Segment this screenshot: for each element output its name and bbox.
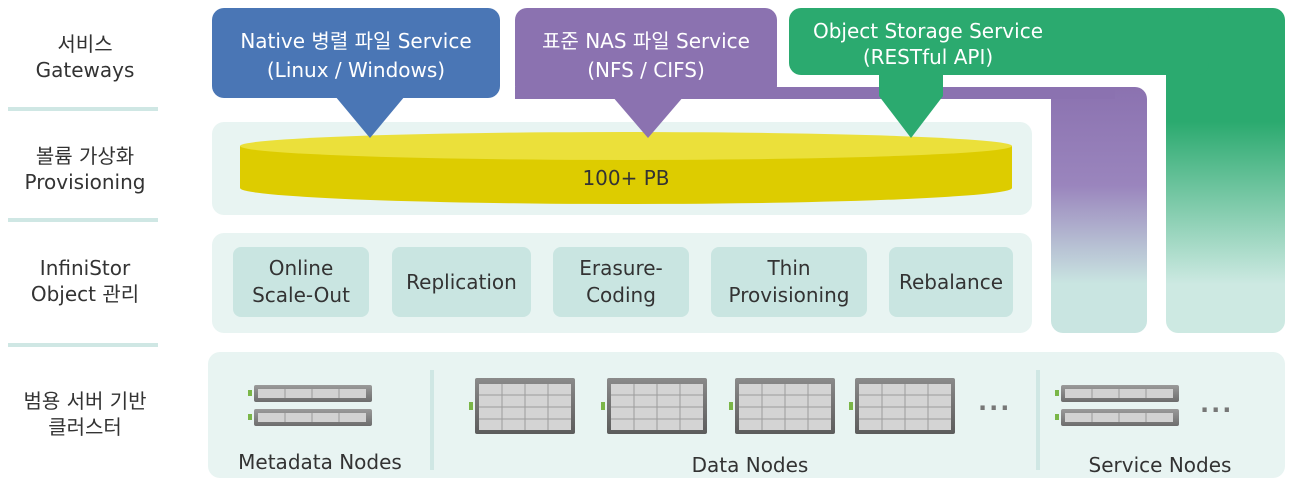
feature-rebalance: Rebalance (889, 247, 1013, 317)
nas-service-title: 표준 NAS 파일 Service (542, 29, 750, 53)
data-server-icon (729, 378, 835, 434)
service-server-icon (1055, 385, 1179, 426)
layer-label-cluster: 범용 서버 기반 클러스터 (23, 389, 147, 439)
node-group-divider (430, 370, 434, 470)
feature-erasure-coding: Erasure- Coding (553, 247, 689, 317)
layer-divider (8, 343, 158, 347)
nas-file-service-box: 표준 NAS 파일 Service (NFS / CIFS) (515, 8, 777, 98)
metadata-nodes-caption: Metadata Nodes (238, 450, 402, 474)
native-service-arrow (335, 96, 405, 138)
layer-label-object-management: InfiniStor Object 관리 (30, 256, 140, 306)
data-server-icon (469, 378, 575, 434)
object-service-text: Object Storage Service (RESTful API) (789, 18, 1067, 70)
volume-cylinder (240, 132, 1012, 204)
layer-divider (8, 107, 158, 111)
object-service-arrow (879, 74, 943, 138)
data-server-icon (601, 378, 707, 434)
nas-service-subtitle: (NFS / CIFS) (587, 58, 705, 82)
more-service-nodes-ellipsis: ... (1200, 390, 1234, 418)
native-service-title: Native 병렬 파일 Service (240, 29, 472, 53)
object-service-subtitle: (RESTful API) (862, 45, 994, 69)
nas-connector-bar (1051, 87, 1147, 333)
layer-divider (8, 218, 158, 222)
layer-label-provisioning: 볼륨 가상화 Provisioning (24, 144, 146, 194)
object-storage-service-box (789, 8, 1209, 75)
feature-online-scale-out: Online Scale-Out (233, 247, 369, 317)
native-file-service-box: Native 병렬 파일 Service (Linux / Windows) (212, 8, 500, 98)
nas-service-arrow (612, 96, 684, 138)
data-nodes-caption: Data Nodes (691, 453, 809, 477)
volume-label: 100+ PB (582, 166, 670, 190)
node-group-divider (1036, 370, 1040, 470)
native-service-subtitle: (Linux / Windows) (266, 58, 446, 82)
metadata-server-icon (248, 385, 372, 426)
object-service-title: Object Storage Service (812, 19, 1044, 43)
feature-replication: Replication (392, 247, 531, 317)
data-server-icon (849, 378, 955, 434)
feature-thin-provisioning: Thin Provisioning (711, 247, 867, 317)
more-data-nodes-ellipsis: ... (978, 388, 1012, 416)
layer-label-gateways: 서비스 Gateways (35, 32, 135, 82)
service-nodes-caption: Service Nodes (1088, 453, 1232, 477)
